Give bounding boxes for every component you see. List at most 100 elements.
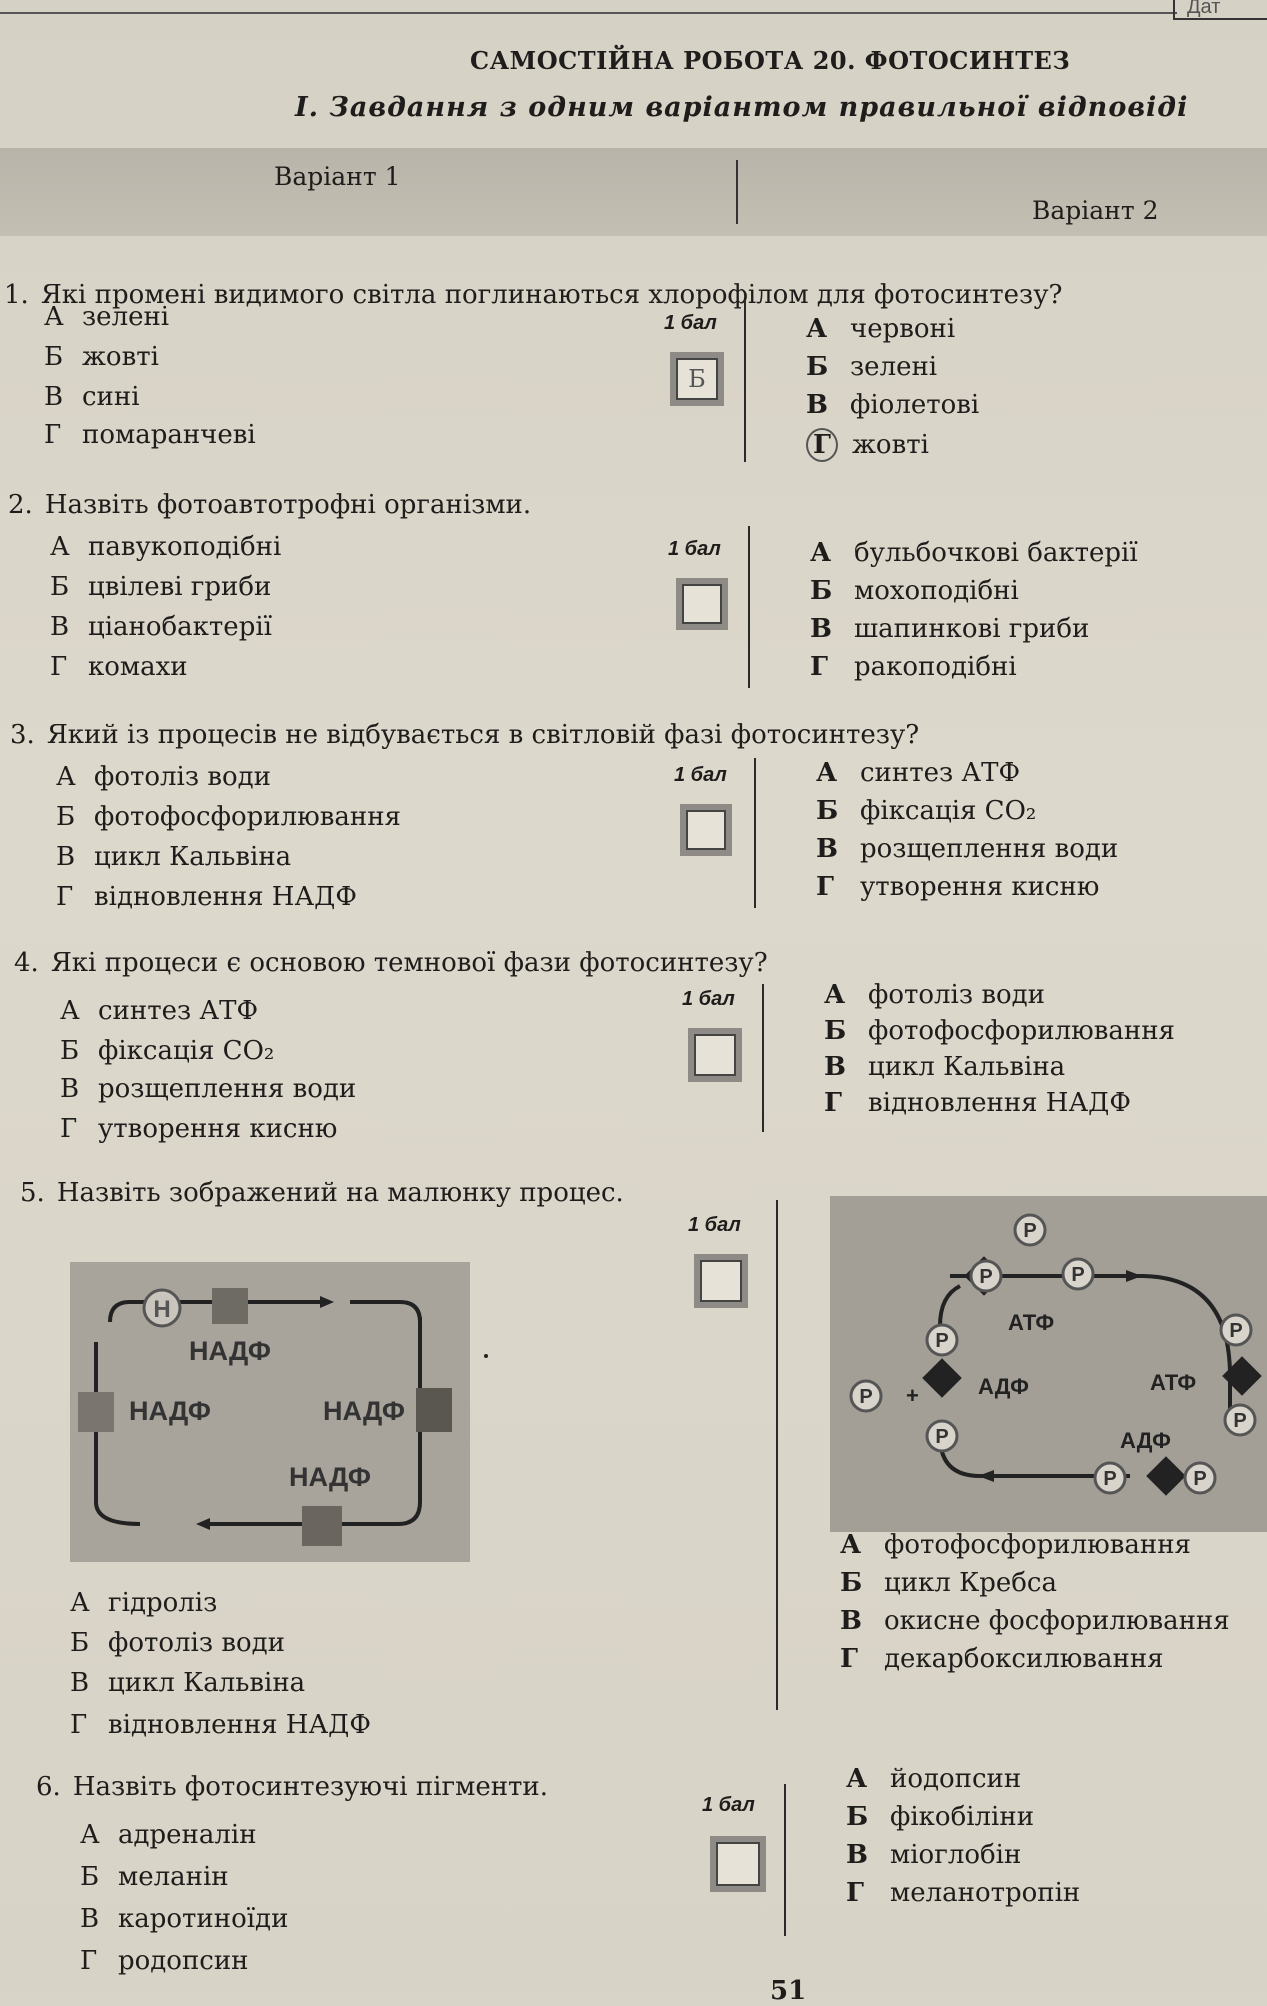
q4-answer-box[interactable] [688,1028,742,1082]
q4-score: 1 бал [682,988,735,1010]
q6-divider [784,1784,786,1936]
fig1-nadf-top: НАДФ [189,1336,271,1366]
fig2-p-6: P [935,1426,948,1448]
question-2: 2.Назвіть фотоавтотрофні організми. [8,490,532,520]
fig2-p-5: P [859,1386,872,1408]
q3-divider [754,758,756,908]
q3-answer-box[interactable] [680,804,732,856]
fig1-h-label: Н [153,1296,170,1323]
fig2-p-4: P [935,1330,948,1352]
fig2-p-10: P [1193,1468,1206,1490]
q1-answer-mark: Б [676,358,718,400]
q6-answer-box[interactable] [710,1836,766,1892]
question-6: 6.Назвіть фотосинтезуючі пігменти. [36,1772,549,1802]
q1-divider [744,300,746,462]
question-4: 4.Які процеси є основою темнової фази фо… [14,948,768,978]
fig2-p-8: P [1233,1410,1246,1432]
fig2-p-2: P [979,1266,992,1288]
q5-divider [776,1200,778,1710]
q1-answer-box[interactable]: Б [670,352,724,406]
question-5: 5.Назвіть зображений на малюнку процес. [20,1178,624,1208]
page-number: 51 [770,1976,807,2006]
question-3: 3.Який із процесів не відбувається в сві… [10,720,920,750]
q1-score: 1 бал [664,312,717,334]
fig2-p-1: P [1023,1220,1036,1242]
variant1-label: Варіант 1 [274,162,401,191]
fig2-p-7: P [1229,1320,1242,1342]
q5-answer-box[interactable] [694,1254,748,1308]
q2-score: 1 бал [668,538,721,560]
fig2-p-3: P [1071,1264,1084,1286]
atf-adf-cycle-figure: P P P P P P P P P P + АТФ АДФ АТФ АДФ [830,1196,1267,1532]
question-1: 1.Які промені видимого світла поглинають… [4,280,1063,310]
fig2-atf-top: АТФ [1008,1310,1054,1335]
fig2-plus: + [906,1383,919,1408]
q2-divider [748,526,750,688]
fig2-adf-right: АДФ [1120,1428,1171,1453]
q6-score: 1 бал [702,1794,755,1816]
variant2-label: Варіант 2 [1032,196,1159,225]
header-rule [0,12,1177,14]
fig1-nadf-right: НАДФ [323,1396,405,1426]
q2-answer-box[interactable] [676,578,728,630]
fig1-nadf-left: НАДФ [129,1396,211,1426]
stray-dot [484,1354,488,1358]
q5-score: 1 бал [688,1214,741,1236]
date-field: Дат [1173,0,1267,20]
fig1-nadf-bottom: НАДФ [289,1462,371,1492]
q4-divider [762,984,764,1132]
fig2-atf-right: АТФ [1150,1370,1196,1395]
fig2-p-9: P [1103,1468,1116,1490]
fig2-adf-mid: АДФ [978,1374,1029,1399]
